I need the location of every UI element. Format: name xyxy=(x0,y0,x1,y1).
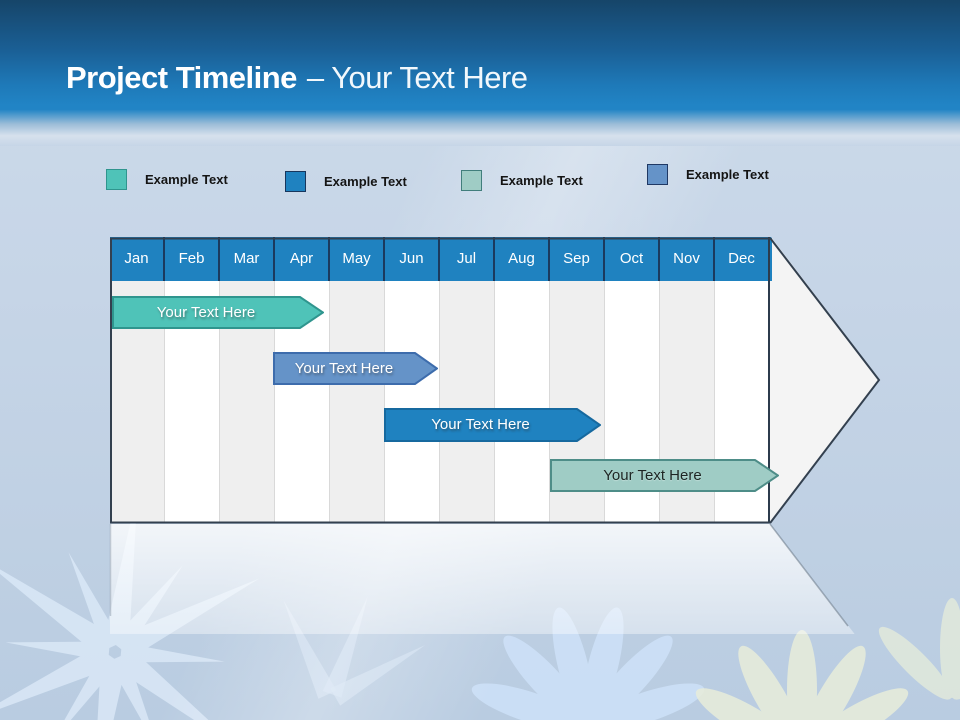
task-bar: Your Text Here xyxy=(273,352,438,385)
month-header-row: Jan Feb Mar Apr May Jun Jul Aug Sep Oct … xyxy=(110,237,772,281)
legend-label: Example Text xyxy=(324,174,407,189)
task-bar-label: Your Text Here xyxy=(156,304,256,321)
legend-swatch xyxy=(647,164,668,185)
flower-icon xyxy=(871,598,960,708)
month-cell: Nov xyxy=(660,237,715,281)
snowflake-icon xyxy=(0,489,431,720)
title-band xyxy=(0,0,960,146)
month-cell: May xyxy=(330,237,385,281)
legend-swatch xyxy=(461,170,482,191)
month-cell: Jan xyxy=(110,237,165,281)
task-bar: Your Text Here xyxy=(550,459,779,492)
task-bar-label: Your Text Here xyxy=(431,416,530,433)
month-cell: Mar xyxy=(220,237,275,281)
timeline-chart: Jan Feb Mar Apr May Jun Jul Aug Sep Oct … xyxy=(110,237,882,524)
legend-item: Example Text xyxy=(106,169,228,190)
legend-item: Example Text xyxy=(461,170,583,191)
month-cell: Dec xyxy=(715,237,770,281)
month-cell: Feb xyxy=(165,237,220,281)
legend-swatch xyxy=(285,171,306,192)
legend-label: Example Text xyxy=(145,172,228,187)
month-cell: Oct xyxy=(605,237,660,281)
month-cell: Jul xyxy=(440,237,495,281)
task-bar: Your Text Here xyxy=(112,296,324,329)
task-bar-label: Your Text Here xyxy=(294,360,394,377)
month-cell: Aug xyxy=(495,237,550,281)
task-bar: Your Text Here xyxy=(384,408,601,442)
month-cell: Sep xyxy=(550,237,605,281)
title-secondary: – Your Text Here xyxy=(306,60,528,95)
slide-title: Project Timeline – Your Text Here xyxy=(66,60,528,96)
flower-icon xyxy=(467,603,709,720)
flower-icon xyxy=(688,630,916,720)
month-cell: Apr xyxy=(275,237,330,281)
legend-item: Example Text xyxy=(647,164,769,185)
legend-label: Example Text xyxy=(500,173,583,188)
month-cell: Jun xyxy=(385,237,440,281)
legend-swatch xyxy=(106,169,127,190)
legend-label: Example Text xyxy=(686,167,769,182)
title-primary: Project Timeline xyxy=(66,60,297,95)
task-bar-label: Your Text Here xyxy=(603,467,702,484)
legend-item: Example Text xyxy=(285,171,407,192)
